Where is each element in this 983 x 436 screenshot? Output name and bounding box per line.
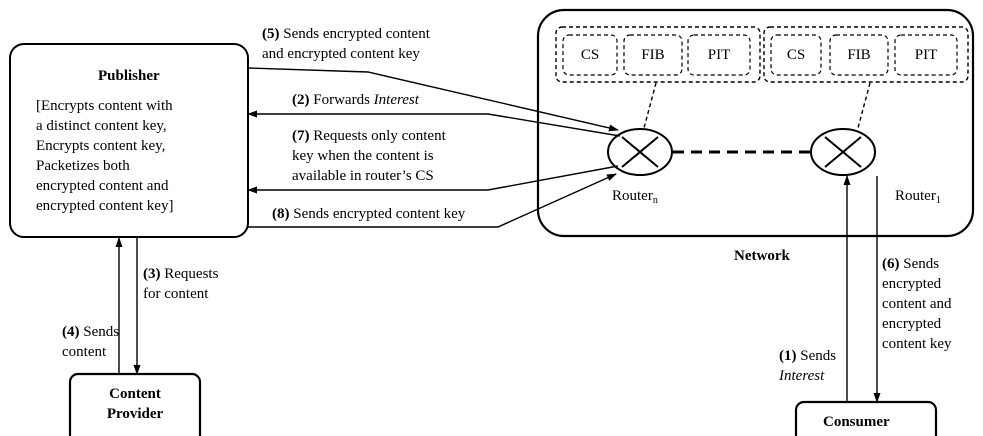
publisher-description: [Encrypts content with a distinct conten… xyxy=(36,98,174,214)
arrow-7 xyxy=(247,165,619,194)
table-fib: FIB xyxy=(641,47,665,63)
arrow-2 xyxy=(247,110,621,137)
router-n-symbol xyxy=(607,128,673,176)
table-group-1-outline xyxy=(763,26,969,83)
consumer-label: Consumer xyxy=(823,414,890,430)
message-3-label: (3) Requests for content xyxy=(143,266,219,302)
message-8-label: (8) Sends encrypted content key xyxy=(272,206,466,222)
router-1-label: Router1 xyxy=(895,188,941,206)
message-4-label: (4) Sends content xyxy=(62,324,120,360)
publisher-title: Publisher xyxy=(98,68,160,84)
table-pit: PIT xyxy=(707,47,731,63)
message-1-label: (1) Sends Interest xyxy=(779,348,837,384)
content-provider-label: Content Provider xyxy=(106,386,164,422)
table-cs: CS xyxy=(786,47,806,63)
table-pit: PIT xyxy=(914,47,938,63)
message-6-label: (6) Sends encrypted content and encrypte… xyxy=(882,256,952,352)
message-7-label: (7) Requests only content key when the c… xyxy=(292,128,446,184)
router-1-symbol xyxy=(810,128,876,176)
table-group-n-outline xyxy=(555,26,761,83)
consumer-box xyxy=(794,400,938,436)
network-label: Network xyxy=(734,248,790,264)
message-5-label: (5) Sends encrypted content and encrypte… xyxy=(262,26,430,62)
table-fib: FIB xyxy=(847,47,871,63)
router-n-label: Routern xyxy=(612,188,658,206)
table-cs: CS xyxy=(580,47,600,63)
arrow-8 xyxy=(248,173,617,228)
message-2-label: (2) Forwards Interest xyxy=(292,92,419,108)
arrow-5 xyxy=(247,67,619,132)
publisher-box xyxy=(9,43,249,238)
